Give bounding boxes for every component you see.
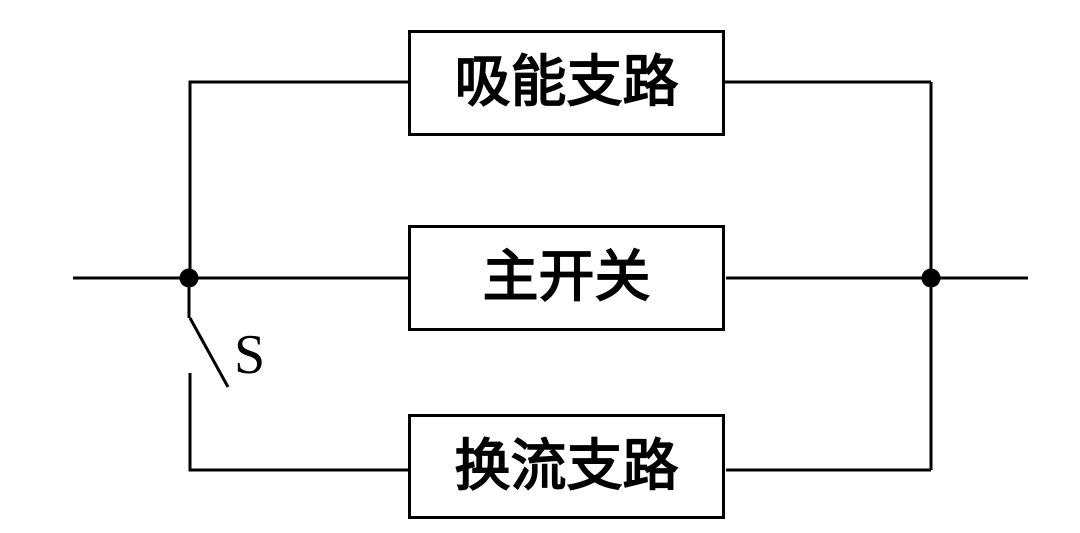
switch-s-label: S [234,324,266,386]
right-junction-node [921,268,941,288]
block-energy-absorption-branch: 吸能支路 [408,30,725,136]
block-label-energy-absorption: 吸能支路 [454,52,679,114]
block-label-main-switch: 主开关 [482,247,651,309]
left-bottom-branch-wire [188,373,408,472]
left-junction-node [179,268,199,288]
left-top-branch-wire [188,80,408,278]
block-main-switch: 主开关 [408,225,725,331]
block-commutation-branch: 换流支路 [408,414,725,519]
switch-blade [188,317,230,388]
block-label-commutation: 换流支路 [454,435,679,498]
